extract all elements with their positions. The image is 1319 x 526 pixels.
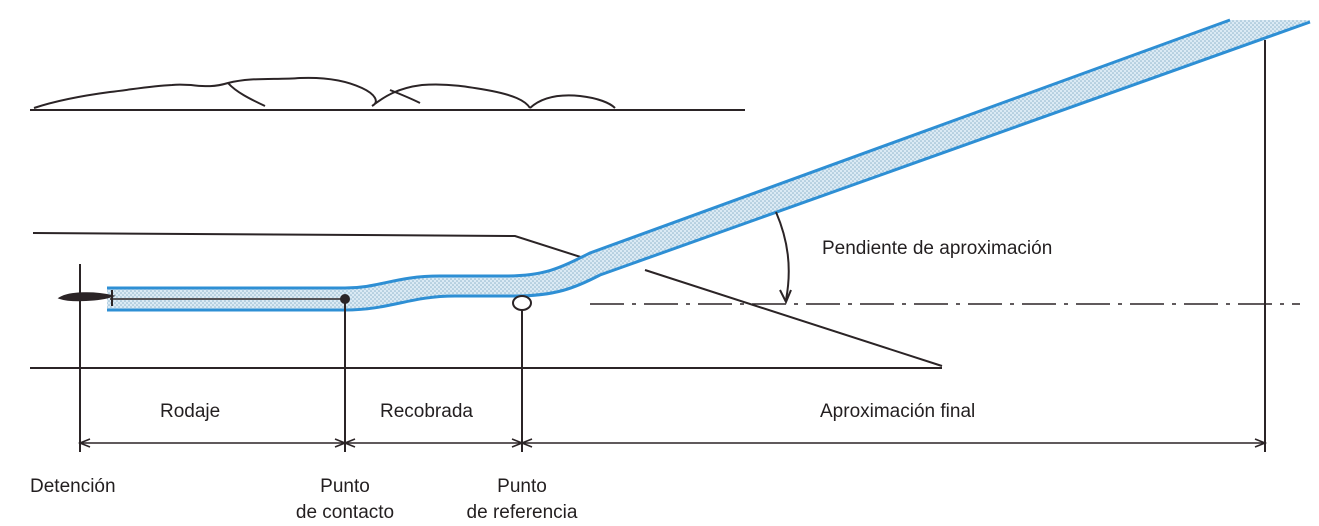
- dimension-line: [77, 438, 1268, 448]
- flight-path-fill: [107, 20, 1310, 310]
- flight-path-upper-edge: [107, 18, 1231, 290]
- touchdown-label-line1: Punto: [320, 476, 370, 497]
- horizon-hills: [30, 76, 745, 111]
- extension-lines: [79, 40, 1266, 452]
- touchdown-label-line2: de contacto: [296, 502, 394, 523]
- reference-label-line2: de referencia: [467, 502, 578, 523]
- final-approach-label: Aproximación final: [820, 401, 975, 422]
- reference-point-marker: [512, 295, 532, 311]
- rollout-label: Rodaje: [160, 401, 220, 422]
- flight-path-lower-edge: [107, 20, 1311, 312]
- stop-label: Detención: [30, 476, 116, 497]
- slope-angle-indicator: [775, 211, 792, 305]
- ground-outline: [30, 232, 943, 369]
- stop-aircraft-symbol: [57, 264, 116, 320]
- reference-label-line1: Punto: [497, 476, 547, 497]
- flare-label: Recobrada: [380, 401, 473, 422]
- flight-path-band: [107, 18, 1311, 312]
- slope-label: Pendiente de aproximación: [822, 238, 1052, 259]
